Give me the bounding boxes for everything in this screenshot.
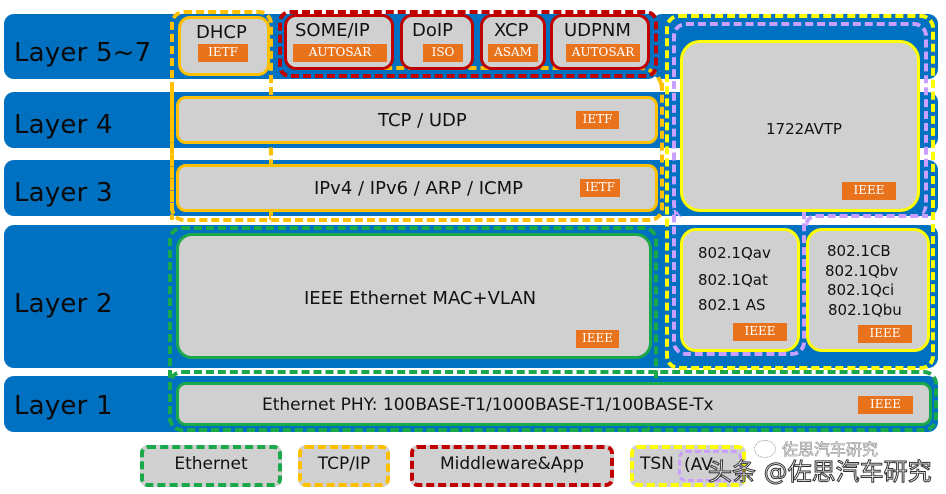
avtp-org-tag: IEEE: [842, 182, 896, 200]
legend-ethernet-label: Ethernet: [174, 454, 248, 474]
tsn-standard-2: 802.1Qbv: [825, 262, 899, 280]
tcp-udp-label: TCP / UDP: [378, 110, 467, 131]
doip-label: DoIP: [412, 20, 454, 41]
legend-tcpip: TCP/IP: [298, 445, 390, 487]
someip-label: SOME/IP: [295, 20, 370, 41]
dhcp-box: [178, 16, 270, 76]
mac-box: [176, 233, 652, 359]
legend-middleware-label: Middleware&App: [439, 454, 585, 474]
legend-avb: (AV: [678, 450, 742, 482]
tsn-standard-4: 802.1Qbu: [828, 301, 902, 319]
ip-label: IPv4 / IPv6 / ARP / ICMP: [314, 178, 523, 199]
avb-standard-1: 802.1Qav: [698, 244, 771, 262]
layer-label-2: Layer 2: [14, 289, 113, 319]
tsn-standard-1: 802.1CB: [827, 242, 891, 260]
legend-middleware: Middleware&App: [410, 445, 614, 487]
phy-box: [176, 382, 932, 426]
ethernet-group-outline-phy: [168, 370, 938, 432]
layer-label-4: Layer 4: [14, 110, 113, 140]
avb-org-tag: IEEE: [733, 323, 787, 341]
phy-label: Ethernet PHY: 100BASE-T1/1000BASE-T1/100…: [262, 395, 714, 415]
tsn-standard-3: 802.1Qci: [827, 281, 895, 299]
udpnm-org-tag: AUTOSAR: [566, 44, 640, 62]
layer-label-1: Layer 1: [14, 391, 113, 421]
ip-box: [176, 164, 658, 212]
legend-ethernet: Ethernet: [140, 445, 282, 487]
legend-avb-label: (AV: [684, 455, 713, 475]
xcp-org-tag: ASAM: [488, 44, 538, 62]
avb-standard-2: 802.1Qat: [698, 271, 768, 289]
legend-tcpip-label: TCP/IP: [317, 454, 371, 474]
avb-group-outline: [672, 22, 928, 218]
doip-org-tag: ISO: [423, 44, 463, 62]
legend-tsn-label: TSN: [640, 454, 674, 474]
dhcp-org-tag: IETF: [198, 44, 248, 62]
xcp-label: XCP: [494, 20, 529, 41]
middleware-group-outline: [278, 10, 658, 78]
mac-label: IEEE Ethernet MAC+VLAN: [304, 288, 537, 309]
avb-group-outline-mid: [804, 214, 928, 226]
someip-org-tag: AUTOSAR: [293, 44, 387, 62]
mac-org-tag: IEEE: [576, 330, 619, 348]
ip-org-tag: IETF: [580, 179, 620, 197]
watermark-logo-icon: [754, 440, 776, 458]
avtp-label: 1722AVTP: [766, 120, 842, 138]
phy-org-tag: IEEE: [858, 396, 913, 414]
udpnm-label: UDPNM: [564, 20, 631, 41]
dhcp-label: DHCP: [196, 22, 247, 43]
tcp-udp-box: [176, 96, 658, 144]
avb-standard-3: 802.1 AS: [698, 296, 766, 314]
tsn-org-tag: IEEE: [858, 325, 912, 343]
watermark-main: 头条 @佐思汽车研究: [708, 458, 933, 487]
layer-label-3: Layer 3: [14, 178, 113, 208]
tcpip-group-outline-lower: [170, 82, 664, 222]
avb-group-outline-lower: [672, 210, 806, 356]
tcp-udp-org-tag: IETF: [576, 111, 619, 129]
watermark-small: 佐思汽车研究: [782, 440, 879, 460]
layer-label-5-7: Layer 5~7: [14, 38, 152, 68]
tsn-group-outline: [665, 14, 935, 370]
